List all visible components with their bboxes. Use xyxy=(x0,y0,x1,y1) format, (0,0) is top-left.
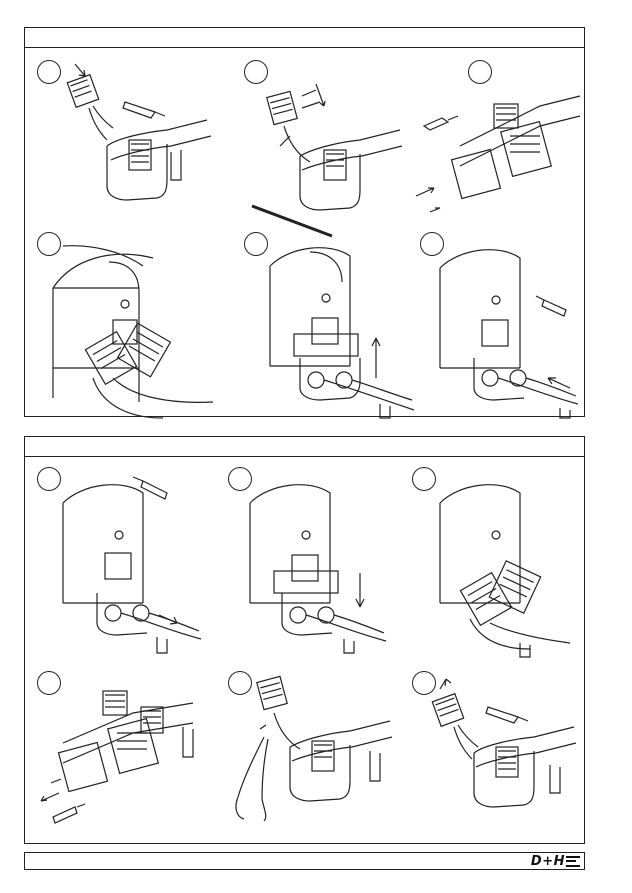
instruction-panel-1 xyxy=(24,27,585,417)
cable-gland-screw-illustration xyxy=(33,463,213,653)
step-1-1 xyxy=(33,56,213,216)
step-2-3 xyxy=(410,463,585,663)
terminals-connected-illustration xyxy=(410,463,585,663)
step-1-3 xyxy=(410,56,585,226)
cable-gland-insert-illustration xyxy=(410,228,585,418)
instruction-panel-2 xyxy=(24,436,585,844)
footer-bar: D+H xyxy=(24,852,585,870)
step-2-4 xyxy=(33,667,233,842)
step-1-5 xyxy=(240,228,420,418)
terminal-block-wire-removal-illustration xyxy=(33,56,213,216)
panel-2-header xyxy=(25,437,584,457)
housing-clips-removal-reverse-illustration xyxy=(33,667,233,842)
cable-tie-measurement-illustration xyxy=(240,56,420,226)
step-2-1 xyxy=(33,463,213,653)
cover-slide-up-illustration xyxy=(240,228,420,418)
panel-1-header xyxy=(25,28,584,48)
logo-bars-icon xyxy=(566,856,580,867)
drive-with-terminals-attached-illustration xyxy=(33,228,213,418)
terminal-block-detach-illustration xyxy=(410,667,585,842)
step-1-4 xyxy=(33,228,213,418)
step-1-2 xyxy=(240,56,420,226)
step-2-6 xyxy=(410,667,585,842)
step-2-2 xyxy=(220,463,400,653)
cover-slide-down-illustration xyxy=(220,463,400,653)
step-2-5 xyxy=(220,667,400,842)
step-1-6 xyxy=(410,228,585,418)
housing-clips-removal-illustration xyxy=(410,56,585,226)
pliers-cut-cable-tie-illustration xyxy=(220,667,400,842)
logo-text: D+H xyxy=(531,854,565,869)
dh-brand-logo: D+H xyxy=(531,854,580,868)
